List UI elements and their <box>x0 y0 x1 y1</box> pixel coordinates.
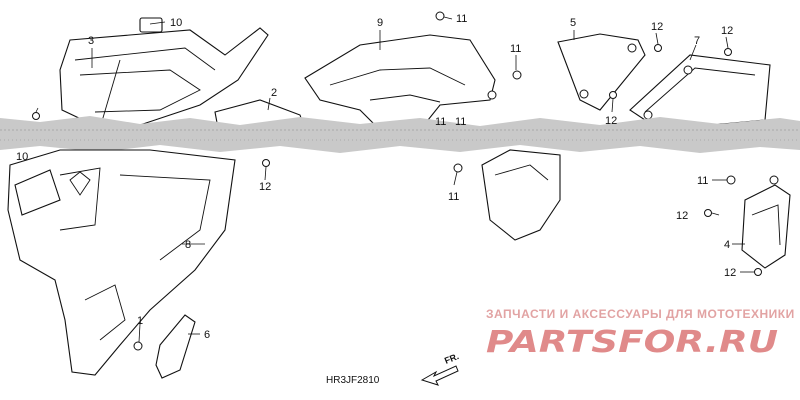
bolt-11-top <box>435 11 445 21</box>
callout-11-lower: 11 <box>448 191 459 203</box>
callout-11-c: 11 <box>435 116 446 128</box>
bolt-11-right <box>726 175 736 185</box>
bolt-12-right <box>704 209 712 217</box>
callout-7: 7 <box>694 35 700 47</box>
callout-12-lower-right: 12 <box>724 267 736 279</box>
callout-1: 1 <box>137 315 143 327</box>
watermark-tagline: ЗАПЧАСТИ И АКСЕССУАРЫ ДЛЯ МОТОТЕХНИКИ <box>486 307 795 321</box>
callout-12-b: 12 <box>721 25 733 37</box>
part-6-trim <box>155 314 196 379</box>
bolt-12-b <box>724 48 732 56</box>
part-5-plate <box>557 33 646 111</box>
callout-2: 2 <box>271 87 277 99</box>
callout-11-d: 11 <box>455 116 466 128</box>
callout-4: 4 <box>724 239 730 251</box>
fasteners <box>32 11 762 351</box>
bolt-12-c <box>609 91 617 99</box>
part-4-bracket <box>741 175 791 269</box>
callout-9: 9 <box>377 17 383 29</box>
bolt-11-center <box>512 70 522 80</box>
bolt-12-lower-right <box>754 268 762 276</box>
callout-5: 5 <box>570 17 576 29</box>
bolt-12-left <box>32 112 40 120</box>
callout-6: 6 <box>204 329 210 341</box>
bolt-12-a <box>654 44 662 52</box>
part-upper-left-cover <box>59 17 269 129</box>
callout-12-a: 12 <box>651 21 663 33</box>
part-9-center-cover <box>304 34 497 131</box>
watermark-brand: PARTSFOR.RU <box>486 325 778 360</box>
callout-12-c: 12 <box>605 115 617 127</box>
part-8-side-cover <box>7 149 236 376</box>
grommet-1 <box>133 341 143 351</box>
callout-11-center: 11 <box>510 43 521 55</box>
tear-band <box>0 116 800 153</box>
callout-3: 3 <box>88 35 94 47</box>
callout-8: 8 <box>185 239 191 251</box>
callouts: 10 3 2 9 11 11 5 12 12 7 12 10 11 11 11 … <box>16 13 736 341</box>
callout-11-right: 11 <box>697 175 708 187</box>
part-center-lower <box>481 149 561 241</box>
callout-10-top: 10 <box>170 17 182 29</box>
callout-12-right: 12 <box>676 210 688 222</box>
bolt-11-lower <box>453 163 463 173</box>
watermark: ЗАПЧАСТИ И АКСЕССУАРЫ ДЛЯ МОТОТЕХНИКИ PA… <box>486 307 795 360</box>
callout-11-top: 11 <box>456 13 467 25</box>
clip-part-10 <box>139 17 163 33</box>
callout-10-left: 10 <box>16 151 28 163</box>
leader-lines <box>35 16 754 343</box>
callout-12-mid: 12 <box>259 181 271 193</box>
bolt-12-mid <box>262 159 270 167</box>
front-arrow: FR. <box>420 351 460 386</box>
front-direction-label: FR. <box>443 351 460 366</box>
diagram-code: HR3JF2810 <box>326 375 380 386</box>
